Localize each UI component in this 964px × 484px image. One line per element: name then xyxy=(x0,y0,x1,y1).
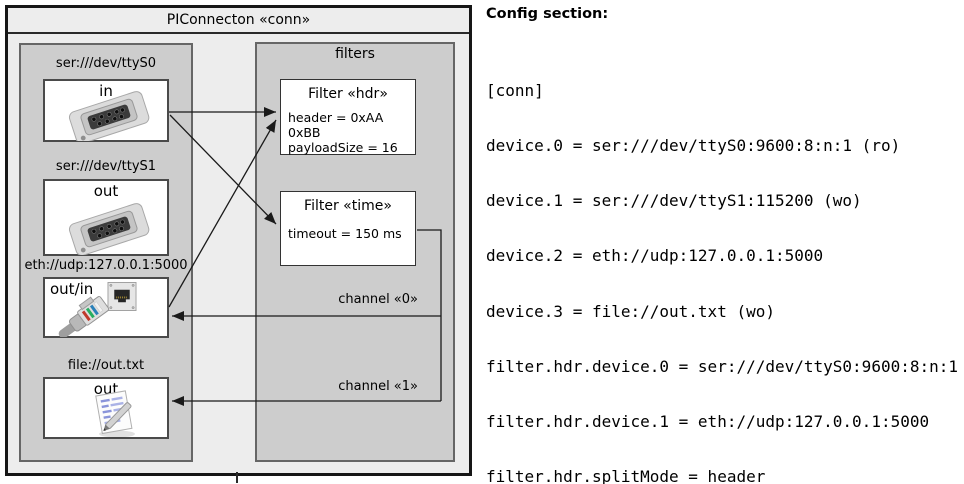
filter-attribute: payloadSize = 16 xyxy=(288,140,398,155)
filters-panel-title: filters xyxy=(335,46,375,62)
serial-connector-icon xyxy=(68,91,150,141)
document-pencil-icon xyxy=(95,390,135,438)
device-node-eth: out/in xyxy=(43,277,169,338)
channel-1-label: channel «1» xyxy=(338,379,418,394)
ethernet-port-icon xyxy=(107,282,137,311)
config-line: device.1 = ser:///dev/ttyS1:115200 (wo) xyxy=(486,191,862,211)
config-line: device.0 = ser:///dev/ttyS0:9600:8:n:1 (… xyxy=(486,136,901,156)
filter-title: Filter «hdr» xyxy=(308,86,388,102)
config-line: filter.hdr.splitMode = header xyxy=(486,467,766,484)
port-label: out/in xyxy=(50,280,94,298)
filter-node-time: Filter «time» timeout = 150 ms xyxy=(280,191,416,266)
serial-connector-icon xyxy=(68,203,150,255)
diagram-title: PIConnecton «conn» xyxy=(8,8,469,34)
config-heading: Config section: xyxy=(486,6,609,22)
device-node-ttys1: out xyxy=(43,179,169,256)
port-label: in xyxy=(99,82,113,100)
device-label-eth: eth://udp:127.0.0.1:5000 xyxy=(24,258,188,273)
device-node-ttys0: in xyxy=(43,79,169,142)
filter-attribute: timeout = 150 ms xyxy=(288,226,402,241)
config-line: filter.hdr.device.0 = ser:///dev/ttyS0:9… xyxy=(486,356,959,376)
config-line: [conn] xyxy=(486,80,544,100)
device-label-ttys0: ser:///dev/ttyS0 xyxy=(55,56,157,71)
config-line: device.2 = eth://udp:127.0.0.1:5000 xyxy=(486,246,824,266)
device-label-ttys1: ser:///dev/ttyS1 xyxy=(55,159,157,174)
config-line: device.3 = file://out.txt (wo) xyxy=(486,301,775,321)
filter-title: Filter «time» xyxy=(304,198,392,214)
config-section: Config section: [conn] device.0 = ser://… xyxy=(486,6,962,484)
ethernet-cable-icon xyxy=(58,296,110,337)
bottom-tick-mark xyxy=(236,472,238,483)
config-listing: [conn] device.0 = ser:///dev/ttyS0:9600:… xyxy=(486,45,962,484)
config-line: filter.hdr.device.1 = eth://udp:127.0.0.… xyxy=(486,412,930,432)
channel-0-label: channel «0» xyxy=(338,292,418,307)
filter-node-hdr: Filter «hdr» header = 0xAA 0xBB payloadS… xyxy=(280,79,416,155)
device-node-file: out xyxy=(43,377,169,439)
port-label: out xyxy=(93,182,119,200)
filter-attribute: header = 0xAA 0xBB xyxy=(288,110,384,140)
device-label-file: file://out.txt xyxy=(67,358,145,373)
